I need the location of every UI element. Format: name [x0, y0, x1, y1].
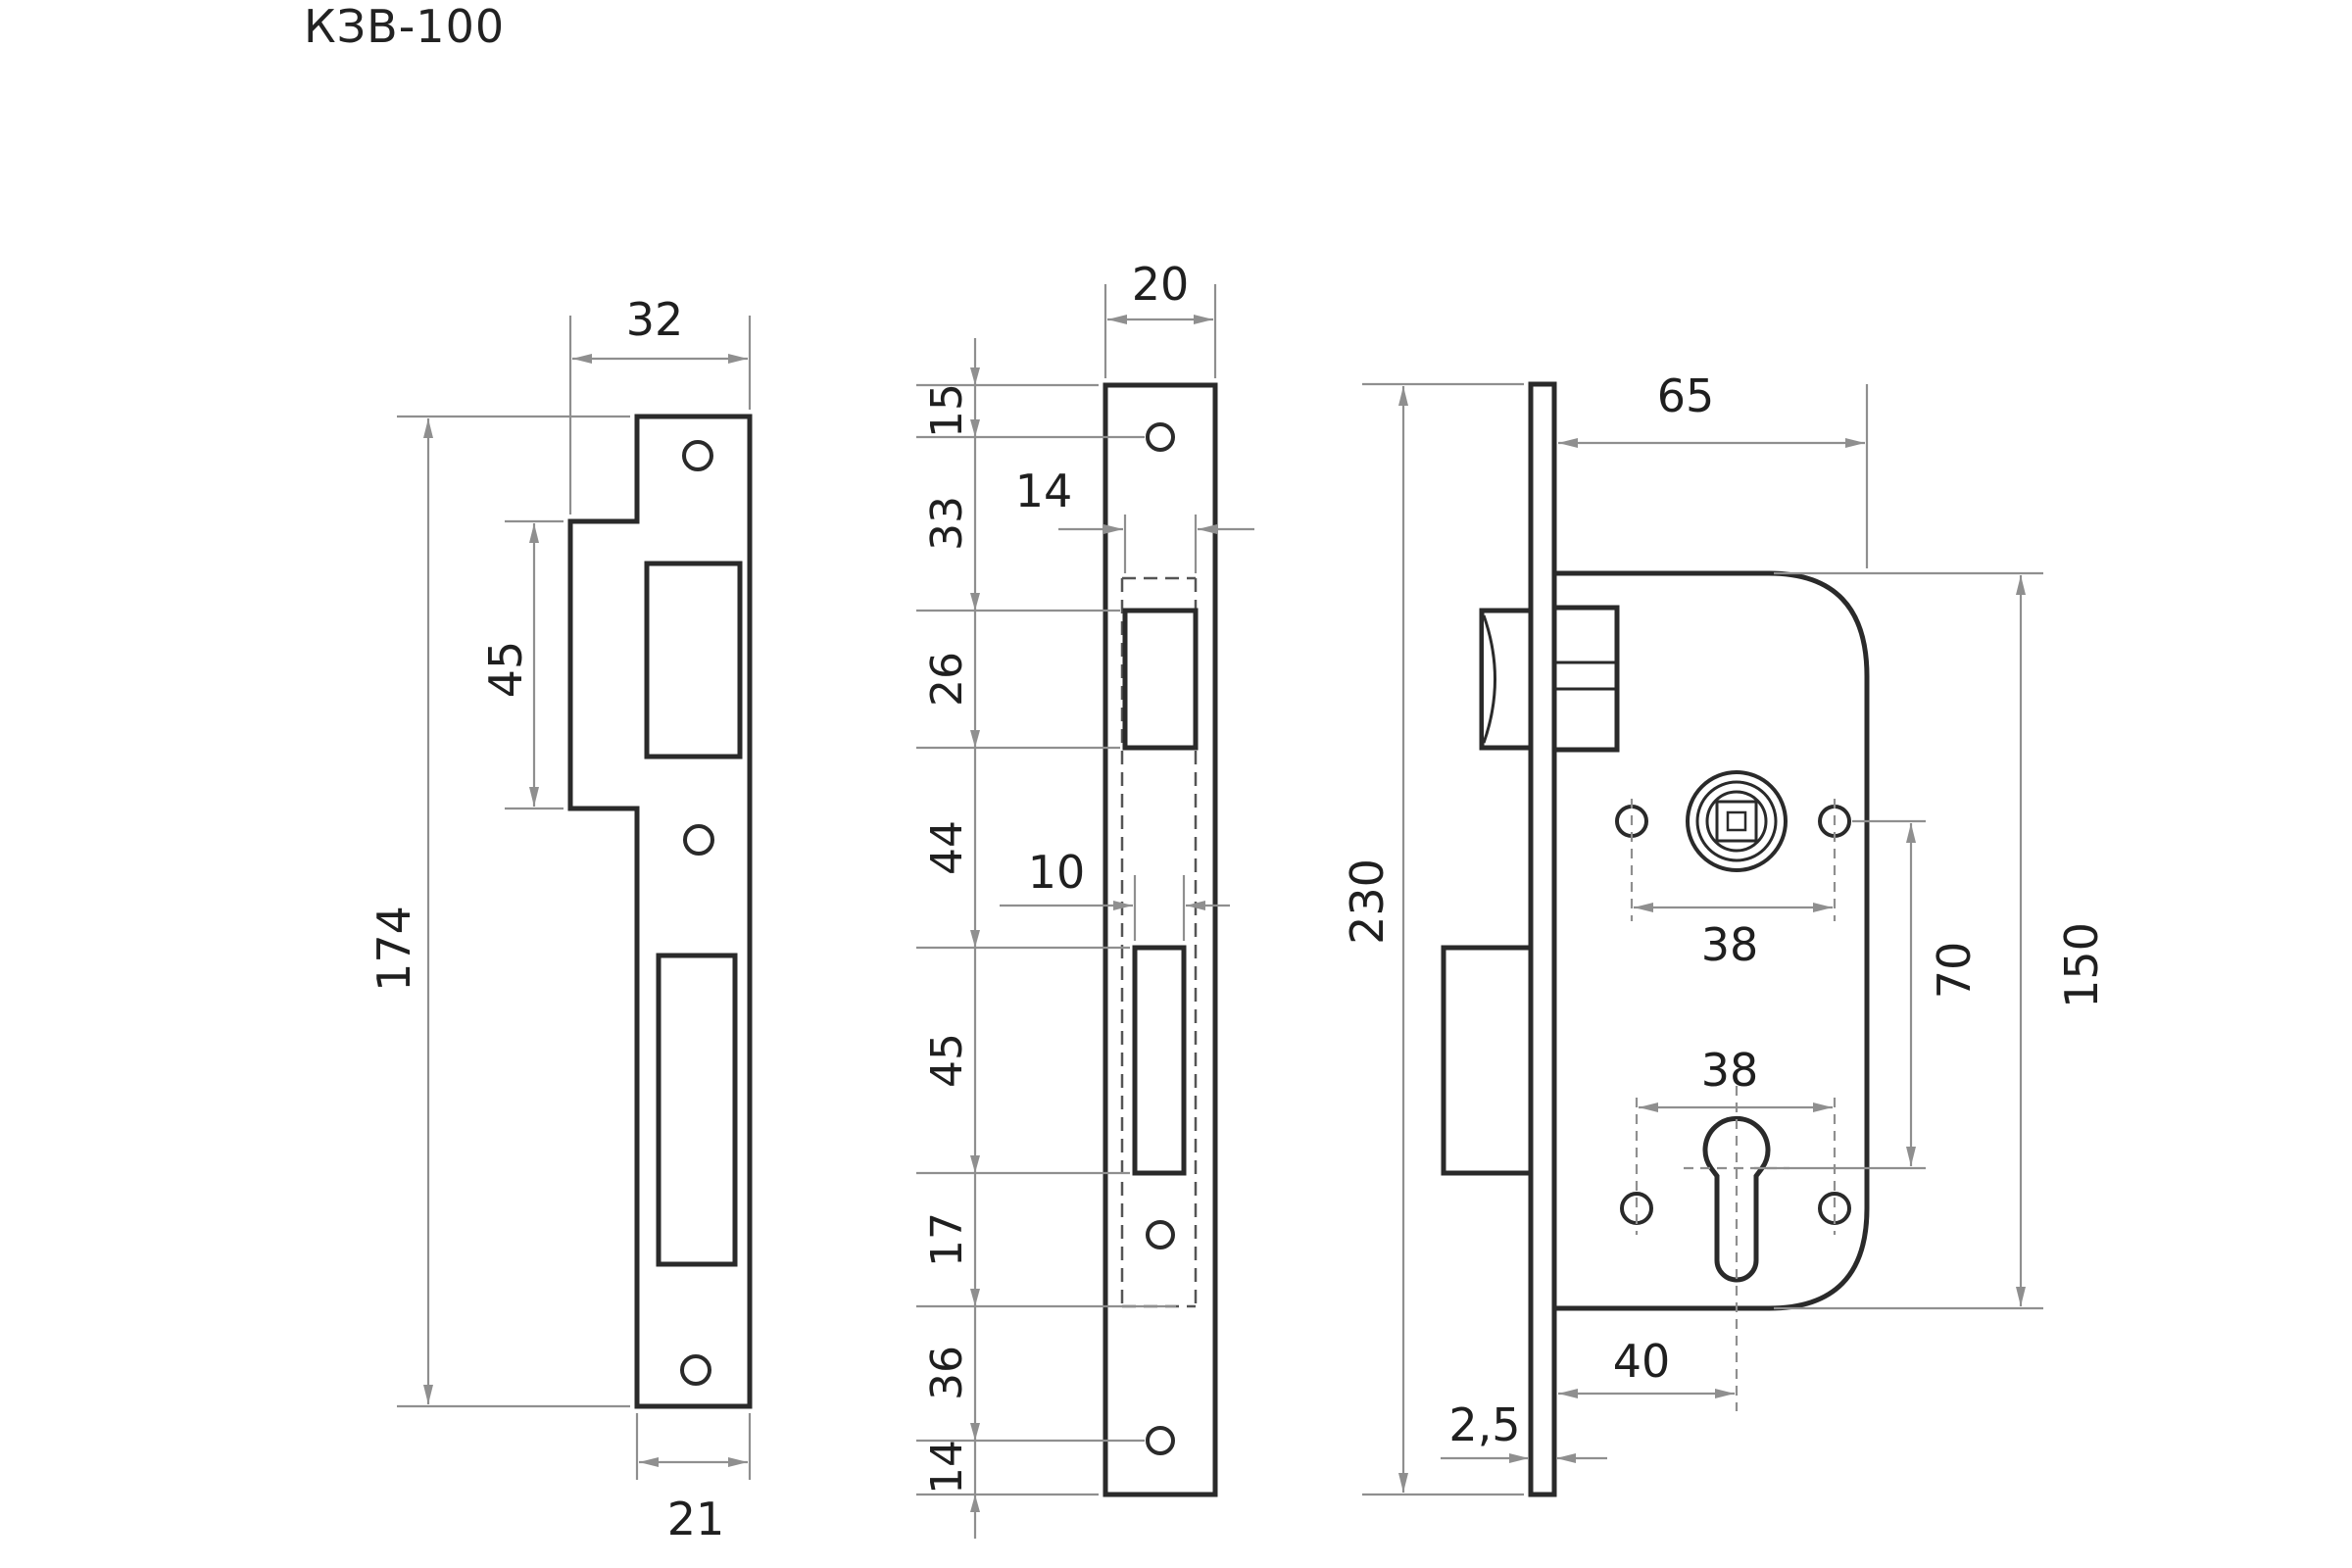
dimension-65: 65	[1657, 369, 1715, 422]
dimension-44: 44	[922, 820, 972, 875]
faceplate-outline	[1102, 382, 1218, 1497]
dimension-36: 36	[922, 1346, 972, 1400]
spindle-square	[1715, 800, 1758, 843]
dimension-38-spindle: 38	[1701, 918, 1759, 971]
strike-plate-view: 32 45 174 21	[368, 293, 753, 1545]
lock-case-outline	[1551, 570, 1870, 1311]
strike-screw-hole-middle	[683, 824, 714, 856]
dimension-45-faceplate: 45	[922, 1033, 972, 1088]
dimension-174: 174	[368, 906, 420, 992]
strike-latch-opening	[656, 953, 738, 1267]
faceplate-screw-hole-middle	[1146, 1220, 1175, 1250]
lock-faceplate-edge	[1528, 381, 1557, 1497]
dimension-32: 32	[626, 293, 684, 346]
dimension-20: 20	[1132, 258, 1190, 311]
lock-body-view: 65 230 38 70 150 38 40 2,5	[1341, 369, 2108, 1497]
bolt-opening	[1122, 608, 1199, 751]
strike-bolt-opening	[644, 561, 743, 760]
faceplate-screw-hole-bottom	[1146, 1426, 1175, 1455]
faceplate-view: 20 14 10 15 33 26 44 45 17 36 14	[916, 258, 1254, 1539]
dimension-230: 230	[1341, 858, 1394, 945]
dimension-26: 26	[922, 652, 972, 707]
dimension-33: 33	[922, 496, 972, 551]
strike-screw-hole-bottom	[680, 1354, 711, 1386]
dimension-45-strike: 45	[479, 641, 532, 699]
dimension-17: 17	[922, 1212, 972, 1267]
cylinder-keyhole	[1702, 1115, 1771, 1283]
dimension-70: 70	[1928, 942, 1981, 1000]
dimension-14-bolt: 14	[1015, 465, 1073, 517]
dimension-10-latch: 10	[1028, 846, 1086, 899]
dimension-38-cylinder: 38	[1701, 1044, 1759, 1097]
dimension-150: 150	[2055, 922, 2108, 1008]
latch-opening	[1132, 945, 1187, 1176]
latch-bolt	[1441, 945, 1534, 1176]
drawing-title: КЗВ-100	[304, 0, 506, 53]
strike-screw-hole-top	[682, 440, 713, 471]
bolt-block	[1551, 605, 1620, 753]
dimension-21: 21	[667, 1493, 725, 1545]
dimension-15: 15	[922, 383, 972, 438]
faceplate-screw-hole-top	[1146, 422, 1175, 452]
dimension-40: 40	[1613, 1335, 1671, 1388]
dimension-2-5: 2,5	[1448, 1398, 1520, 1451]
dimension-14-bottom: 14	[922, 1440, 972, 1494]
